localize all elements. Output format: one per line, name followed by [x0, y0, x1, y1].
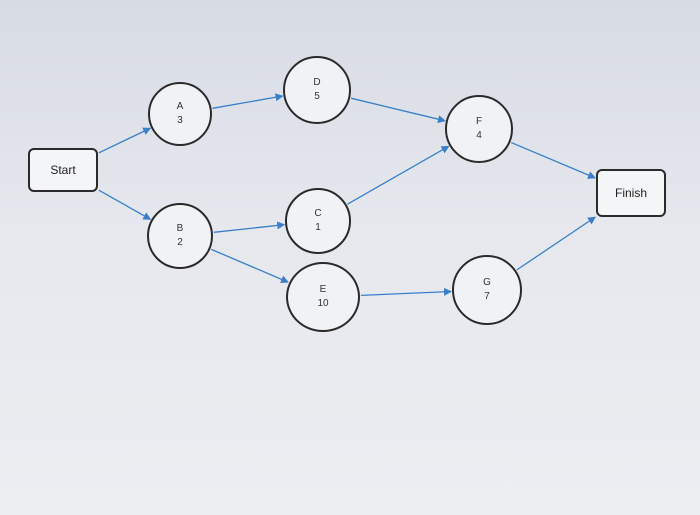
- activity-label: D: [313, 77, 321, 88]
- activity-duration: 3: [177, 115, 183, 126]
- finish-node: Finish: [596, 169, 666, 217]
- start-node: Start: [28, 148, 98, 192]
- activity-duration: 10: [317, 298, 329, 309]
- edge-c-to-f: [347, 145, 450, 205]
- activity-duration: 2: [177, 237, 183, 248]
- edge-f-to-finish: [511, 141, 597, 179]
- activity-label: E: [319, 284, 327, 295]
- activity-label: G: [483, 277, 491, 288]
- edge-g-to-finish: [516, 216, 596, 271]
- edge-d-to-f: [350, 97, 446, 124]
- edge-b-to-e: [211, 248, 289, 284]
- activity-node-a: A 3: [148, 82, 212, 146]
- activity-node-d: D 5: [283, 56, 351, 124]
- edge-start-to-a: [98, 127, 152, 154]
- edge-e-to-g: [360, 287, 453, 297]
- activity-label: A: [176, 101, 184, 112]
- activity-label: C: [314, 208, 322, 219]
- edge-a-to-d: [212, 93, 284, 109]
- activity-label: B: [176, 223, 184, 234]
- activity-node-c: C 1: [285, 188, 351, 254]
- edge-start-to-b: [98, 189, 152, 220]
- activity-duration: 5: [314, 91, 320, 102]
- activity-node-g: G 7: [452, 255, 522, 325]
- edge-b-to-c: [213, 221, 286, 233]
- finish-label: Finish: [614, 186, 647, 200]
- activity-node-b: B 2: [147, 203, 213, 269]
- activity-duration: 4: [476, 130, 482, 141]
- activity-node-e: E 10: [286, 262, 360, 332]
- start-label: Start: [50, 163, 76, 177]
- activity-duration: 7: [484, 291, 490, 302]
- activity-label: F: [475, 116, 483, 127]
- activity-node-f: F 4: [445, 95, 513, 163]
- activity-duration: 1: [315, 222, 321, 233]
